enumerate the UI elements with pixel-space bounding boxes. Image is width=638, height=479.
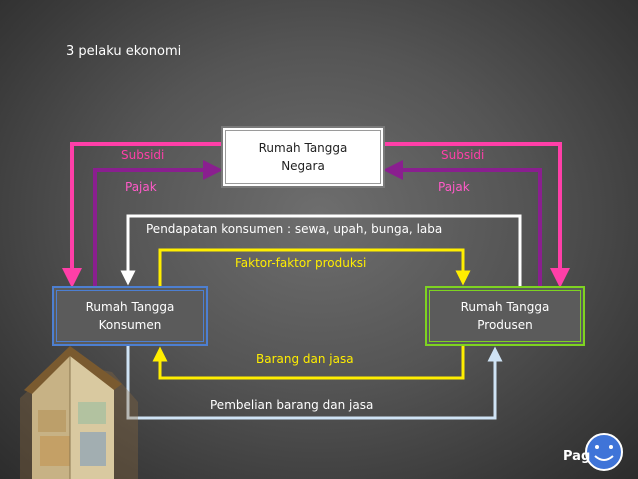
house-money-icon xyxy=(20,346,138,479)
label-subsidi-left: Subsidi xyxy=(121,148,165,162)
flow-pendapatan xyxy=(120,214,522,286)
node-rumah-tangga-konsumen: Rumah Tangga Konsumen xyxy=(52,286,208,346)
label-subsidi-right: Subsidi xyxy=(441,148,485,162)
node-negara-line-2: Negara xyxy=(281,159,325,173)
flow-subsidi-right xyxy=(385,142,570,288)
label-barang-jasa: Barang dan jasa xyxy=(256,352,354,366)
label-pembelian: Pembelian barang dan jasa xyxy=(210,398,374,412)
flow-pajak-left xyxy=(93,160,223,286)
flow-barang xyxy=(152,346,465,380)
node-konsumen-line-2: Konsumen xyxy=(98,318,162,332)
label-pendapatan: Pendapatan konsumen : sewa, upah, bunga,… xyxy=(146,222,443,236)
smiley-icon xyxy=(585,433,623,471)
node-rumah-tangga-produsen: Rumah Tangga Produsen xyxy=(425,286,585,346)
label-pajak-right: Pajak xyxy=(438,180,470,194)
node-rumah-tangga-negara: Rumah Tangga Negara xyxy=(221,126,385,188)
flow-subsidi-left xyxy=(62,142,221,288)
node-produsen-line-2: Produsen xyxy=(477,318,533,332)
page-title: 3 pelaku ekonomi xyxy=(66,44,182,59)
flow-faktor xyxy=(158,248,471,286)
page-number-label: Pag xyxy=(563,449,591,464)
label-pajak-left: Pajak xyxy=(125,180,157,194)
node-negara-line-1: Rumah Tangga xyxy=(258,141,348,155)
flow-pajak-right xyxy=(383,160,542,286)
label-faktor-produksi: Faktor-faktor produksi xyxy=(235,256,367,270)
node-produsen-line-1: Rumah Tangga xyxy=(460,300,550,314)
node-konsumen-line-1: Rumah Tangga xyxy=(85,300,175,314)
flow-pembelian xyxy=(126,346,503,420)
